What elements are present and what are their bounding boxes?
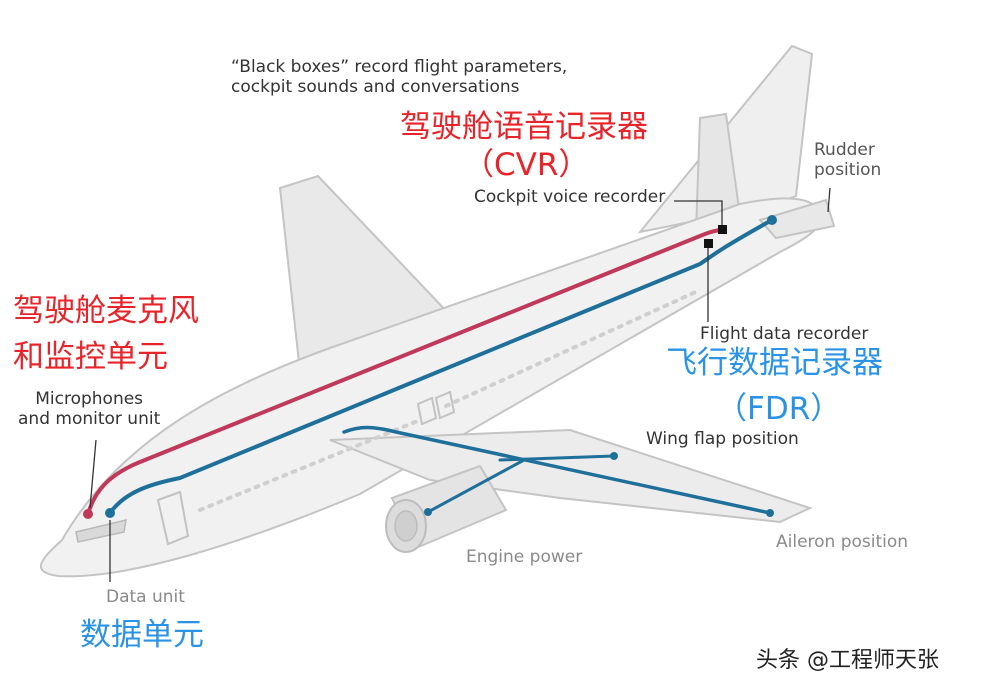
fdr-cn-abbr: （FDR） (716, 391, 842, 427)
front-door (156, 490, 190, 546)
cockpit-windows (75, 519, 127, 543)
aileron-sensor-dot (766, 509, 774, 517)
fdr-wire-engine (426, 458, 526, 514)
data-unit-en-label: Data unit (106, 587, 185, 607)
fdr-cn-name: 飞行数据记录器 (666, 345, 883, 381)
data-unit-dot (105, 508, 115, 518)
engine-power-label: Engine power (466, 547, 583, 567)
rudder-label: Rudder position (814, 140, 882, 180)
fdr-wire-main (108, 218, 774, 515)
fdr-box (704, 239, 713, 248)
engine-sensor-dot (424, 508, 432, 516)
rudder-sensor-dot (767, 215, 777, 225)
overwing-exit (416, 390, 456, 426)
cvr-en-label: Cockpit voice recorder (474, 187, 666, 207)
passenger-windows (198, 288, 702, 512)
fdr-en-label: Flight data recorder (700, 324, 869, 344)
near-engine-fan (394, 510, 418, 542)
cvr-cn-name: 驾驶舱语音记录器 (400, 109, 648, 145)
microphones-en-label: Microphones and monitor unit (18, 389, 161, 429)
aileron-label: Aileron position (776, 532, 909, 552)
watermark: 头条 @工程师天张 (756, 648, 939, 673)
wing-flap-sensor-dot (610, 452, 618, 460)
near-wing (329, 428, 813, 524)
wing-flap-label: Wing flap position (646, 429, 799, 449)
headline-line-2: cockpit sounds and conversations (231, 76, 520, 97)
microphones-cn-line-1: 驾驶舱麦克风 (13, 293, 199, 329)
microphone-unit-dot (83, 509, 93, 519)
headline-line-1: “Black boxes” record flight parameters, (231, 57, 568, 77)
microphones-cn-line-2: 和监控单元 (13, 339, 168, 375)
rudder-label-line-2: position (814, 159, 882, 180)
fdr-wire-flap (498, 454, 616, 462)
rudder-label-line-1: Rudder (814, 140, 875, 160)
near-horizontal-stabilizer (758, 198, 836, 240)
headline: “Black boxes” record flight parameters, … (231, 57, 568, 97)
microphones-en-line-1: Microphones (35, 389, 144, 409)
fdr-wire-wing (342, 425, 772, 515)
data-unit-cn-label: 数据单元 (80, 617, 204, 653)
cvr-wire (86, 228, 724, 516)
cvr-cn-abbr: （CVR） (463, 147, 590, 183)
microphones-en-line-2: and monitor unit (18, 408, 161, 429)
leader-lines (89, 187, 831, 582)
cvr-box (718, 225, 727, 234)
